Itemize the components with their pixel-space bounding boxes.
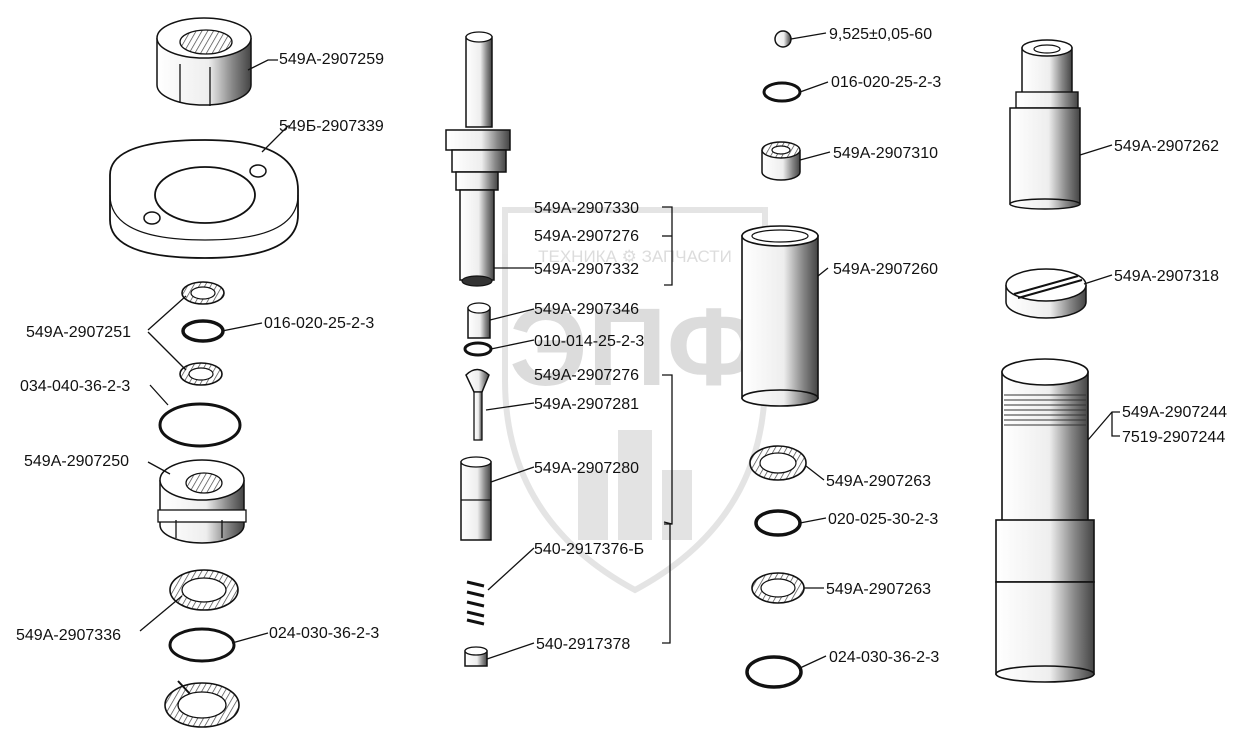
label-016-020-25-2-3-col3: 016-020-25-2-3 xyxy=(831,74,941,91)
part-cap-378 xyxy=(464,646,488,667)
part-pin-281 xyxy=(465,368,490,441)
part-bushing-310 xyxy=(761,141,801,181)
part-oring-024-col1 xyxy=(168,627,236,663)
label-549a-2907276-bottom: 549А-2907276 xyxy=(534,367,639,384)
part-body-262 xyxy=(1009,39,1081,210)
label-ball-9525: 9,525±0,05-60 xyxy=(829,26,932,43)
watermark-emblem xyxy=(578,430,692,540)
part-plunger-330 xyxy=(445,31,511,287)
watermark: ТЕХНИКА ⚙ ЗАПЧАСТИ ЭПФ xyxy=(502,207,768,594)
watermark-logo: ЭПФ xyxy=(509,286,760,409)
part-disc-318 xyxy=(1005,268,1087,319)
part-oring-020 xyxy=(754,509,802,537)
label-549a-2907318: 549А-2907318 xyxy=(1114,268,1219,285)
part-housing-250 xyxy=(157,459,247,544)
part-oring-010 xyxy=(463,341,493,357)
label-549a-2907251: 549А-2907251 xyxy=(26,324,131,341)
labels-col4: 549А-2907262 549А-2907318 549А-2907244 7… xyxy=(1114,138,1227,446)
label-549a-2907281: 549А-2907281 xyxy=(534,396,639,413)
label-549a-2907259: 549А-2907259 xyxy=(279,51,384,68)
label-549a-2907260: 549А-2907260 xyxy=(833,261,938,278)
part-ring-263-top xyxy=(749,445,807,481)
part-oring-016 xyxy=(181,319,225,343)
label-549a-2907263-bottom: 549А-2907263 xyxy=(826,581,931,598)
label-549a-2907276-top: 549А-2907276 xyxy=(534,228,639,245)
part-ring-263-bottom xyxy=(751,572,805,604)
part-seal-bottom xyxy=(164,680,240,728)
part-ball xyxy=(774,30,792,48)
part-flange-339 xyxy=(109,139,299,259)
part-oring-024-col3 xyxy=(745,655,803,689)
label-549a-2907346: 549А-2907346 xyxy=(534,301,639,318)
label-540-2917376-b: 540-2917376-Б xyxy=(534,541,644,558)
part-oring-034 xyxy=(158,402,242,448)
labels-col1: 549А-2907259 549Б-2907339 549А-2907251 0… xyxy=(16,51,384,644)
leader-lines xyxy=(139,32,1120,669)
watermark-text: ТЕХНИКА ⚙ ЗАПЧАСТИ xyxy=(538,247,732,266)
label-549a-2907332: 549А-2907332 xyxy=(534,261,639,278)
label-549a-2907263-top: 549А-2907263 xyxy=(826,473,931,490)
label-549a-2907310: 549А-2907310 xyxy=(833,145,938,162)
label-549a-2907330: 549А-2907330 xyxy=(534,200,639,217)
label-549a-2907336: 549А-2907336 xyxy=(16,627,121,644)
label-549b-2907339: 549Б-2907339 xyxy=(279,118,384,135)
part-ring-251-bottom xyxy=(179,362,223,386)
label-024-030-36-2-3-col1: 024-030-36-2-3 xyxy=(269,625,379,642)
label-034-040-36-2-3: 034-040-36-2-3 xyxy=(20,378,130,395)
part-spring-376 xyxy=(466,580,485,626)
labels-col3: 9,525±0,05-60 016-020-25-2-3 549А-290731… xyxy=(826,26,941,666)
part-ring-251-top xyxy=(181,281,225,305)
part-valve-346 xyxy=(467,302,491,339)
label-549a-2907250: 549А-2907250 xyxy=(24,453,129,470)
part-barrel-260 xyxy=(741,225,819,407)
label-549a-2907280: 549А-2907280 xyxy=(534,460,639,477)
part-nut-259 xyxy=(156,17,252,106)
label-020-025-30-2-3: 020-025-30-2-3 xyxy=(828,511,938,528)
label-540-2917378: 540-2917378 xyxy=(536,636,630,653)
label-016-020-25-2-3: 016-020-25-2-3 xyxy=(264,315,374,332)
part-sleeve-280 xyxy=(460,456,492,541)
label-010-014-25-2-3: 010-014-25-2-3 xyxy=(534,333,644,350)
part-body-244 xyxy=(995,358,1095,683)
labels-col2: 549А-2907330 549А-2907276 549А-2907332 5… xyxy=(534,200,644,653)
label-549a-2907244: 549А-2907244 xyxy=(1122,404,1227,421)
label-024-030-36-2-3-col3: 024-030-36-2-3 xyxy=(829,649,939,666)
part-seal-336 xyxy=(169,569,239,611)
label-7519-2907244: 7519-2907244 xyxy=(1122,429,1225,446)
part-oring-016-col3 xyxy=(762,81,802,103)
label-549a-2907262: 549А-2907262 xyxy=(1114,138,1219,155)
